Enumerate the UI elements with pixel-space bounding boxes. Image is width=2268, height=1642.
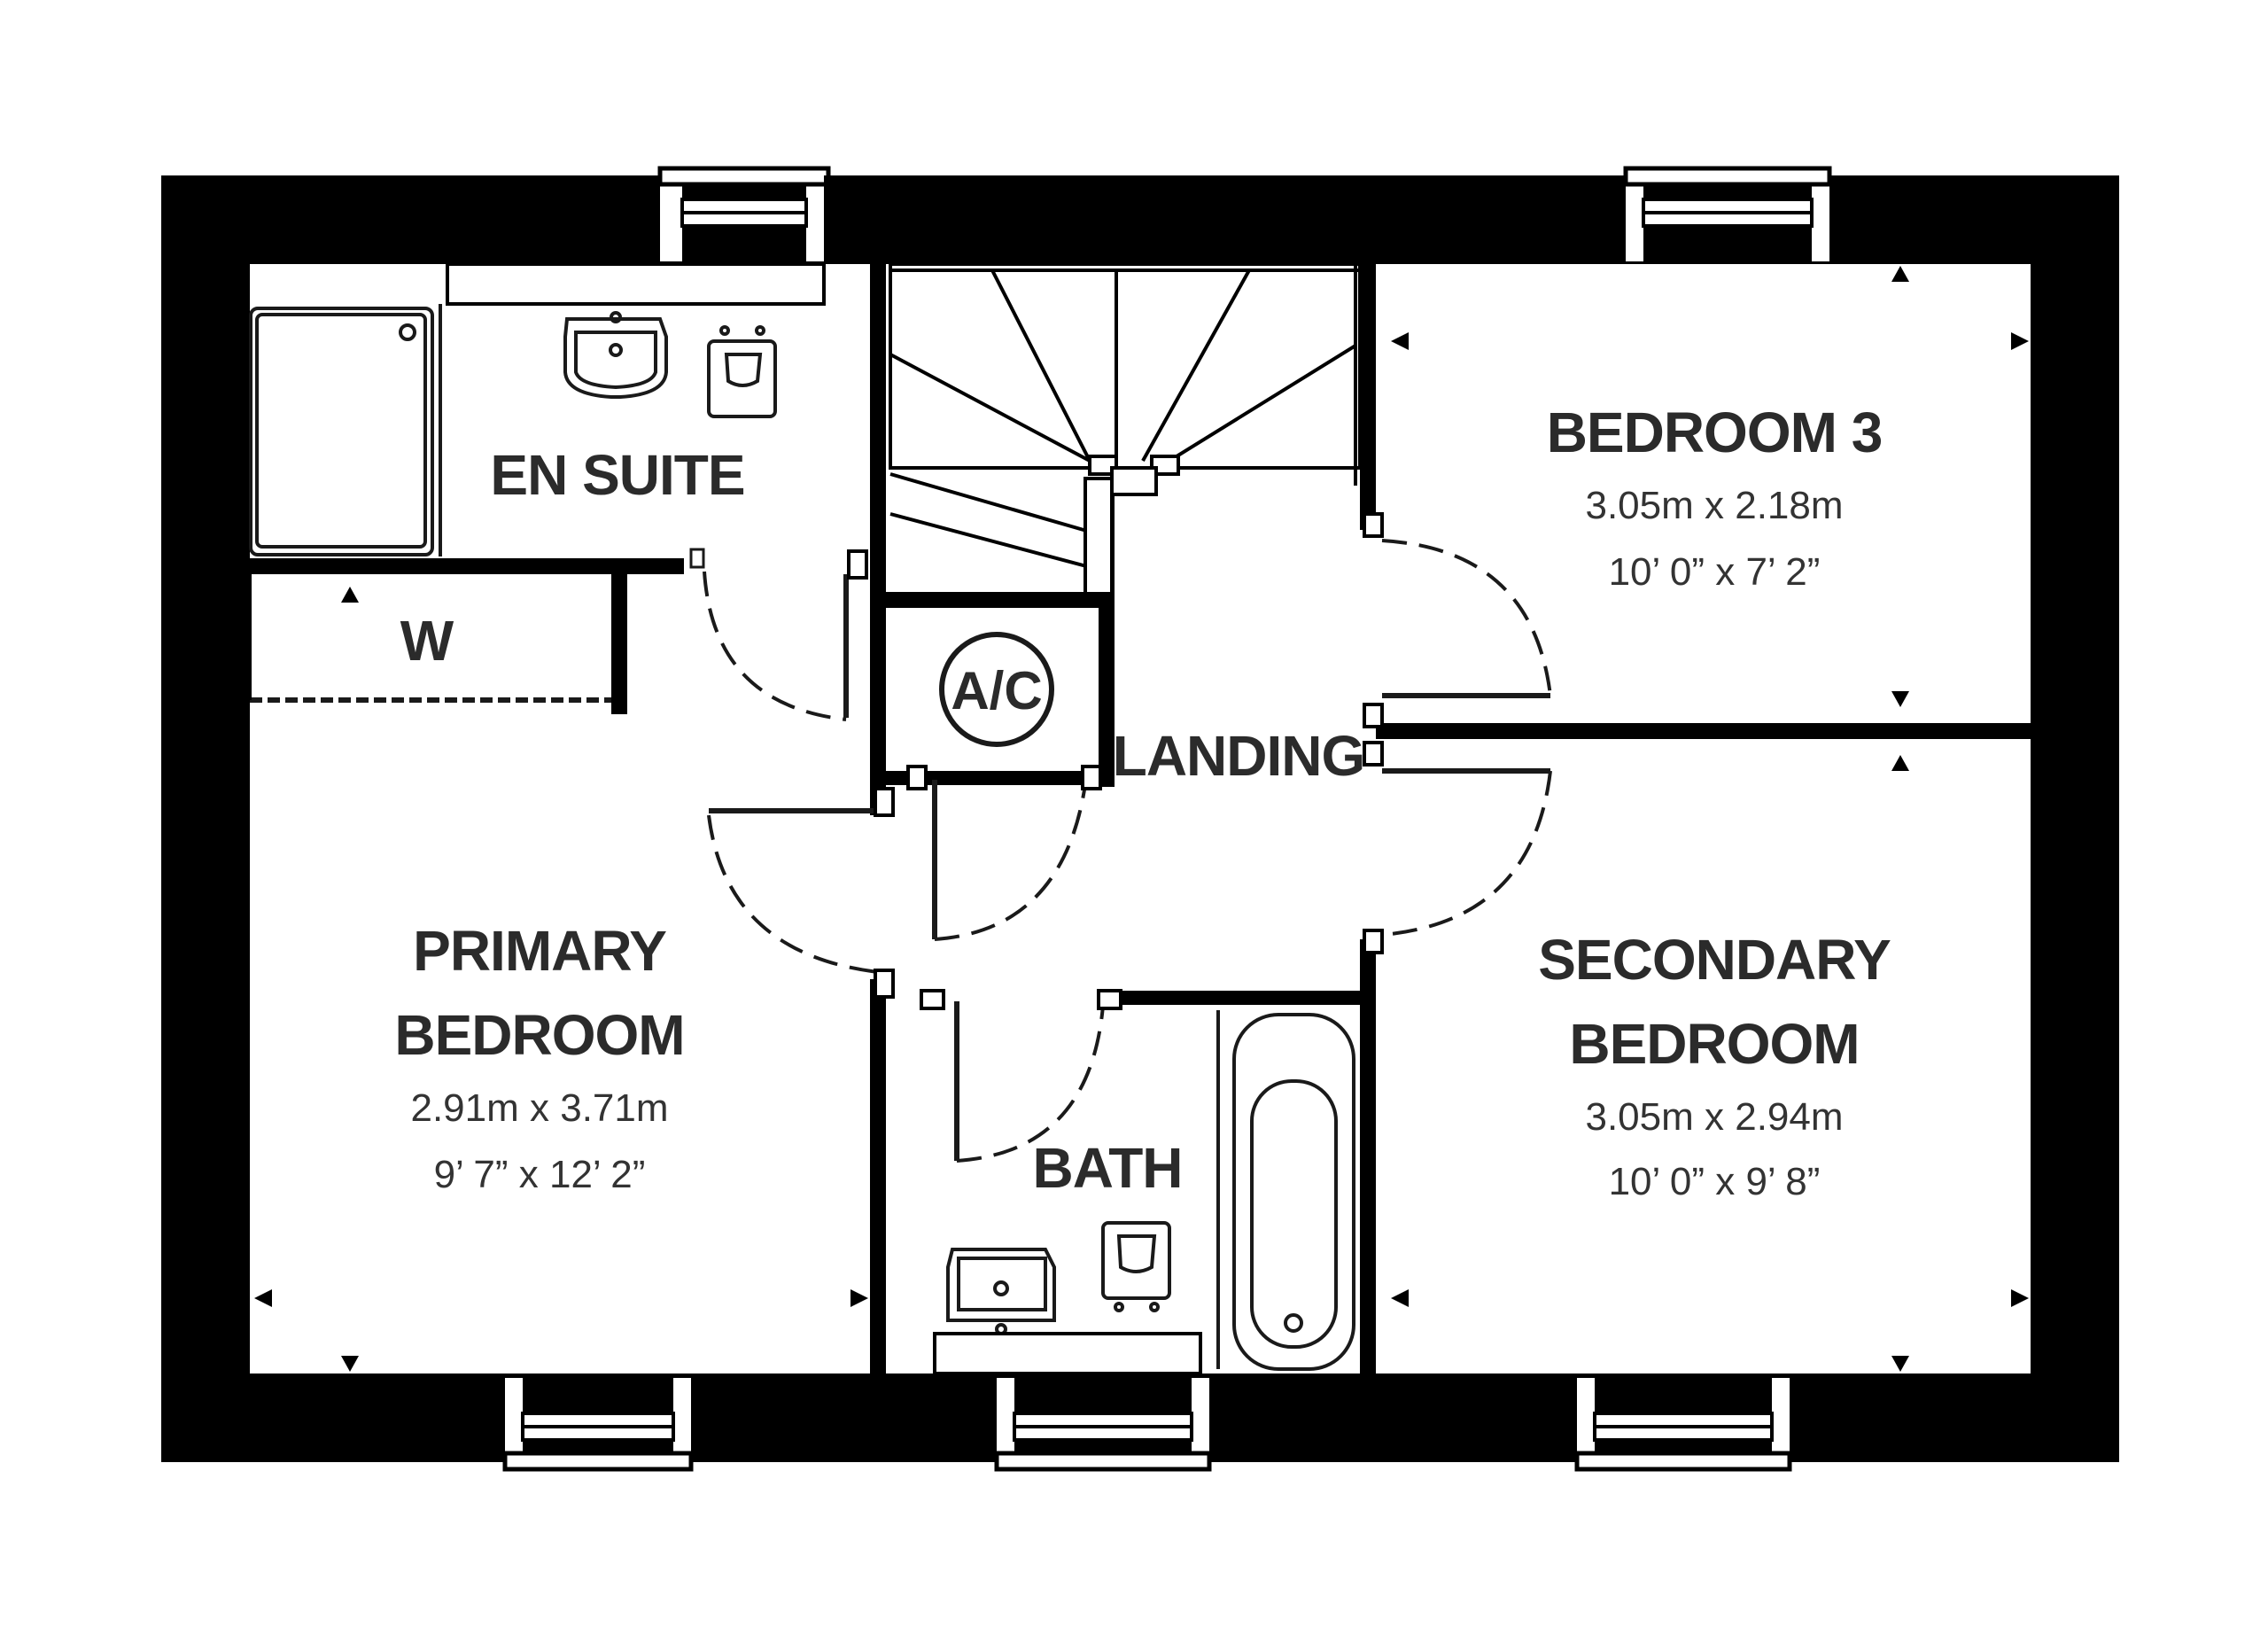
arrow-left-icon [254, 1289, 272, 1307]
arrow-left-icon [1391, 1289, 1409, 1307]
door-jambs [847, 512, 1384, 1010]
arrow-right-icon [850, 1289, 868, 1307]
staircase [889, 262, 1362, 595]
arrow-left-icon [1391, 332, 1409, 350]
arrow-down-icon [1891, 691, 1909, 707]
en-suite-basin [563, 311, 668, 399]
wardrobe-arrow-icon [341, 587, 359, 603]
arrow-down-icon [341, 1356, 359, 1372]
window-bottom-right [1574, 1374, 1792, 1475]
window-bottom-centre [994, 1374, 1212, 1475]
secondary-title-line2: BEDROOM [1569, 1012, 1859, 1076]
primary-metric: 2.91m x 3.71m [410, 1086, 668, 1130]
primary-imperial: 9’ 7” x 12’ 2” [434, 1153, 646, 1196]
bath-toilet [1101, 1221, 1171, 1312]
primary-title-line1: PRIMARY [413, 919, 666, 983]
airing-cupboard-symbol [939, 632, 1054, 747]
bath-basin [946, 1248, 1056, 1335]
landing-label: LANDING [1113, 724, 1365, 788]
window-top-right [1623, 164, 1832, 262]
wardrobe-label: W [400, 609, 454, 673]
bedroom3-imperial: 10’ 0” x 7’ 2” [1609, 550, 1821, 594]
airing-cupboard-label: A/C [951, 661, 1042, 720]
bedroom3-title: BEDROOM 3 [1547, 401, 1883, 464]
arrow-right-icon [2011, 1289, 2029, 1307]
arrow-up-icon [1891, 266, 1909, 282]
arrow-up-icon [1891, 755, 1909, 771]
en-suite-toilet [707, 325, 777, 418]
wardrobe [248, 574, 611, 703]
shower-tray [249, 307, 434, 556]
interior-walls [250, 175, 2031, 1374]
arrow-right-icon [2011, 332, 2029, 350]
bathtub [1216, 1010, 1355, 1371]
arrow-down-icon [1891, 1356, 1909, 1372]
window-bottom-left [502, 1374, 694, 1475]
bath-label: BATH [1033, 1136, 1183, 1200]
primary-title-line2: BEDROOM [394, 1003, 684, 1067]
bedroom3-metric: 3.05m x 2.18m [1585, 484, 1843, 527]
window-top-left [657, 164, 831, 262]
secondary-imperial: 10’ 0” x 9’ 8” [1609, 1160, 1821, 1203]
en-suite-label: EN SUITE [490, 443, 744, 507]
secondary-title-line1: SECONDARY [1538, 928, 1891, 992]
bath-ledge [933, 1332, 1202, 1375]
secondary-metric: 3.05m x 2.94m [1585, 1095, 1843, 1139]
doors [689, 539, 1552, 1163]
dimension-arrows [254, 266, 2029, 1372]
